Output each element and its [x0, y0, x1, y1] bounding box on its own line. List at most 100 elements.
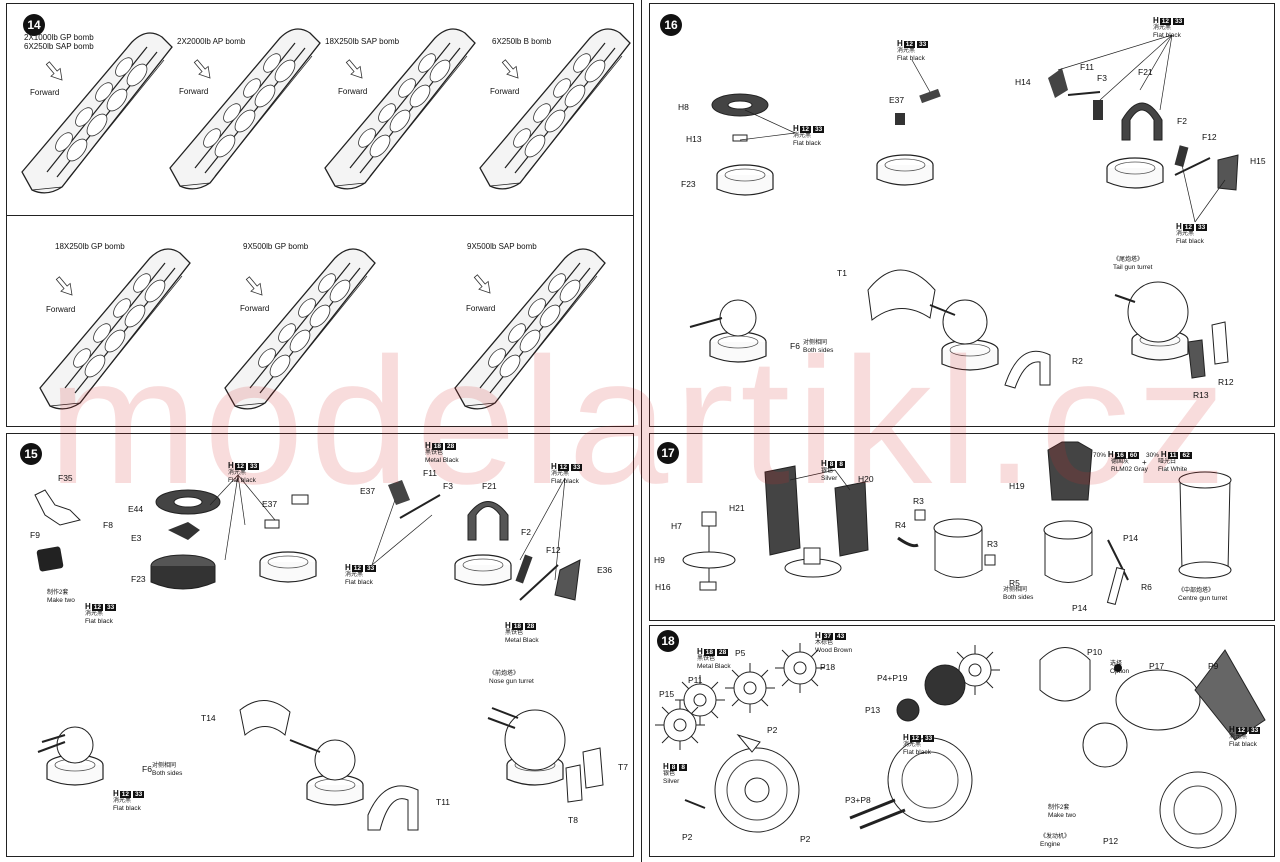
part-label: F21	[482, 481, 497, 491]
part-label: F8	[103, 520, 113, 530]
part-label: P2	[682, 832, 693, 842]
part-label: E3	[131, 533, 142, 543]
part-label: F35	[58, 473, 73, 483]
part-label: H21	[729, 503, 745, 513]
part-label: F11	[1080, 62, 1095, 72]
part-label: P13	[865, 705, 881, 715]
part-label: H15	[1250, 156, 1266, 166]
part-label: F6	[142, 764, 152, 774]
step-number-15: 15	[20, 443, 42, 465]
centre-turret-label: 《中部炮塔》Centre gun turret	[1178, 588, 1228, 602]
part-label: R4	[895, 520, 906, 530]
part-label: P2	[800, 834, 811, 844]
part-label: F12	[546, 545, 561, 555]
part-label: T7	[618, 762, 628, 772]
part-label: P17	[1149, 661, 1165, 671]
part-label: R3	[987, 539, 998, 549]
part-label: F9	[30, 530, 40, 540]
part-label: E44	[128, 504, 144, 514]
part-label: P4+P19	[877, 673, 908, 683]
part-label: P2	[767, 725, 778, 735]
panel-14-divider	[6, 215, 634, 216]
part-label: P5	[735, 648, 746, 658]
part-label: H16	[655, 582, 671, 592]
step-number-18: 18	[657, 630, 679, 652]
center-binding-line	[641, 0, 642, 862]
part-label: H14	[1015, 77, 1031, 87]
step-number-14: 14	[23, 14, 45, 36]
part-label: R12	[1218, 377, 1234, 387]
forward-label: Forward	[240, 304, 270, 313]
part-label: H7	[671, 521, 682, 531]
step-number-16: 16	[660, 14, 682, 36]
part-label: P15	[659, 689, 675, 699]
bay-title: 9X500lb SAP bomb	[467, 242, 537, 251]
part-label: E37	[889, 95, 905, 105]
part-label: T1	[837, 268, 847, 278]
part-label: E36	[597, 565, 613, 575]
bay-title: 2X2000lb AP bomb	[177, 37, 246, 46]
nose-turret-label: 《前炮塔》Nose gun turret	[489, 671, 534, 685]
part-label: F11	[423, 468, 438, 478]
part-label: F12	[1202, 132, 1217, 142]
part-label: P11	[688, 675, 703, 685]
part-label: F21	[1138, 67, 1153, 77]
part-label: F23	[131, 574, 146, 584]
engine-label: 《发动机》Engine	[1040, 834, 1071, 848]
bay-title: 18X250lb SAP bomb	[325, 37, 400, 46]
part-label: F3	[443, 481, 453, 491]
part-label: R2	[1072, 356, 1083, 366]
forward-label: Forward	[46, 305, 76, 314]
part-label: P14	[1072, 603, 1088, 613]
part-label: E37	[360, 486, 376, 496]
part-label: F23	[681, 179, 696, 189]
part-label: P18	[820, 662, 836, 672]
forward-label: Forward	[179, 87, 209, 96]
part-label: H20	[858, 474, 874, 484]
part-label: H9	[654, 555, 665, 565]
part-label: F6	[790, 341, 800, 351]
part-label: R5	[1009, 578, 1020, 588]
part-label: R6	[1141, 582, 1152, 592]
part-label: H13	[686, 134, 702, 144]
part-label: F2	[521, 527, 531, 537]
part-label: P14	[1123, 533, 1139, 543]
paint-mix-plus: +	[1142, 458, 1147, 467]
part-label: T8	[568, 815, 578, 825]
tail-turret-label: 《尾炮塔》Tail gun turret	[1113, 257, 1153, 271]
forward-label: Forward	[338, 87, 368, 96]
step-number-17: 17	[657, 442, 679, 464]
forward-label: Forward	[30, 88, 60, 97]
part-label: F3	[1097, 73, 1107, 83]
part-label: P12	[1103, 836, 1119, 846]
part-label: P10	[1087, 647, 1103, 657]
bay-title: 18X250lb GP bomb	[55, 242, 125, 251]
part-label: R3	[913, 496, 924, 506]
part-label: R13	[1193, 390, 1209, 400]
